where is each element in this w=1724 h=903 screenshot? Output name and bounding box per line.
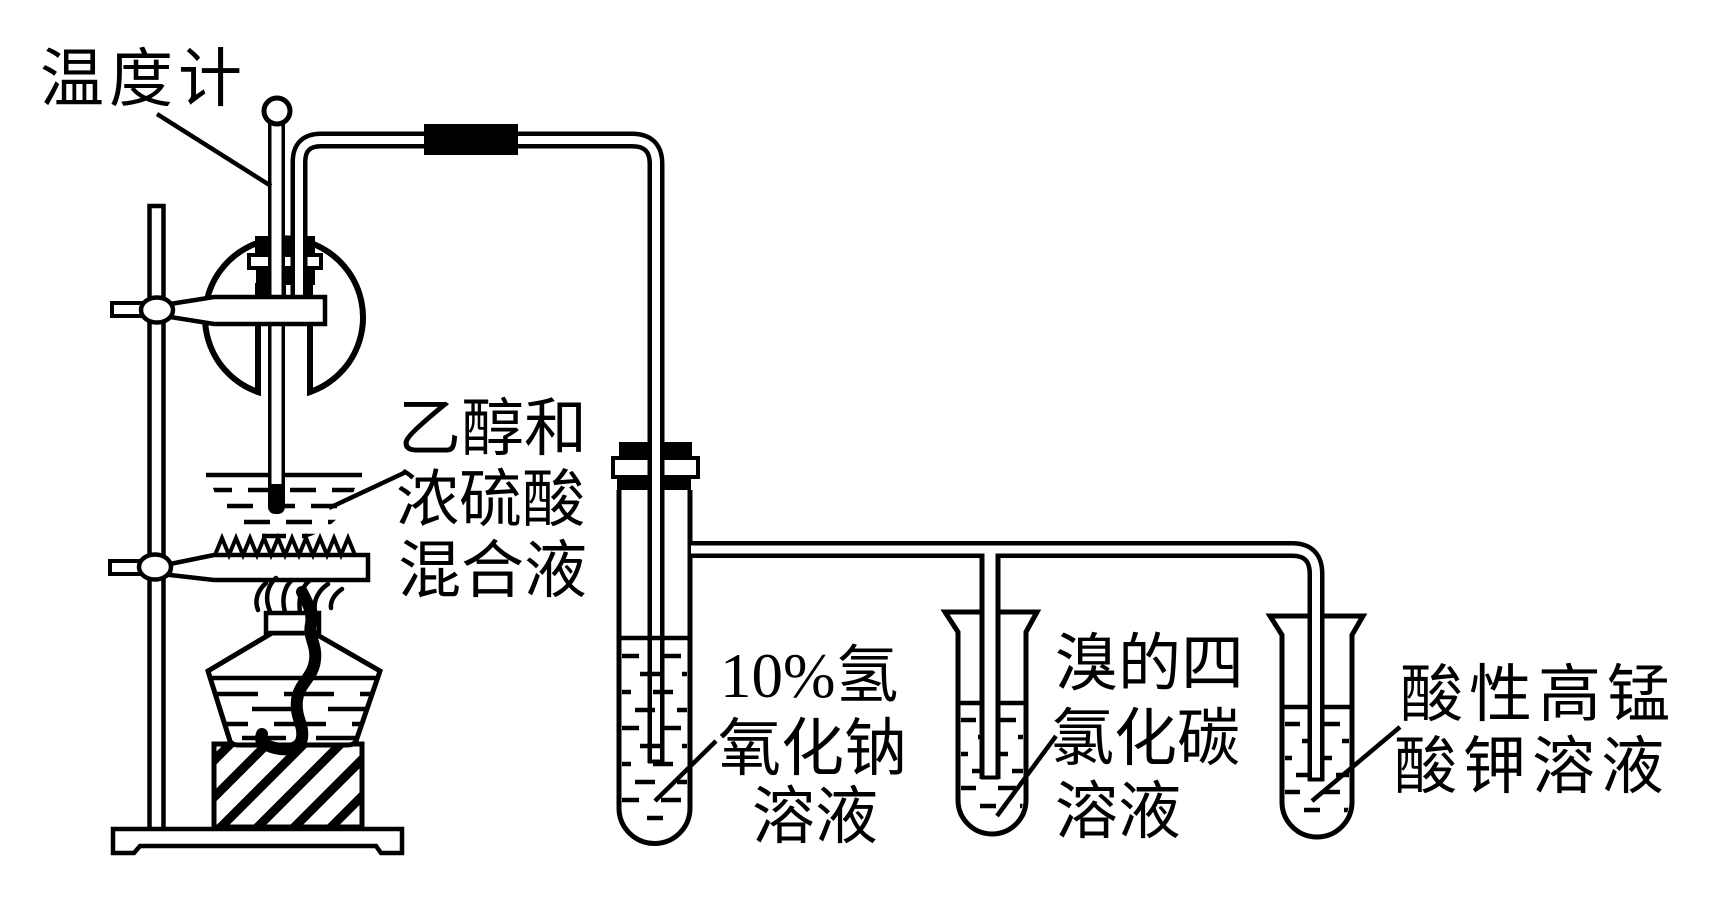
label-wash-tube-2-line1: 溴的四: [1055, 629, 1244, 699]
test-tube-1-liquid: [620, 635, 689, 821]
test-tube-1-liquid-shading: [622, 653, 687, 821]
rubber-connector: [424, 124, 518, 155]
clamp-jaw: [167, 294, 328, 327]
lamp-wick: [255, 586, 322, 756]
label-flask-contents-line1: 乙醇和: [398, 394, 587, 464]
label-flask-contents-line2: 浓硫酸: [396, 465, 585, 535]
label-flask-contents-line3: 混合液: [398, 536, 587, 606]
wood-block-hatch: [211, 741, 365, 830]
label-wash-tube-1-line3: 溶液: [752, 782, 878, 852]
label-wash-tube-3-line1: 酸性高锰: [1400, 660, 1676, 730]
stand-base: [110, 826, 405, 856]
leader-wash-tube-2: [995, 734, 1058, 818]
wood-block: [211, 741, 365, 830]
iron-stand: [110, 203, 405, 856]
clamp-knob-icon: [136, 552, 174, 582]
label-wash-tube-1-line2: 氧化钠: [718, 714, 907, 784]
alcohol-lamp: [205, 586, 384, 756]
flask-neck-clamp: [110, 294, 328, 327]
leader-thermometer: [155, 112, 273, 188]
label-thermometer: 温度计: [40, 44, 247, 115]
leader-wash-tube-1: [653, 739, 718, 803]
label-wash-tube-2-line3: 溶液: [1055, 777, 1181, 847]
leader-flask-contents: [328, 469, 407, 511]
wire-gauze: [213, 532, 357, 561]
flame-icon: [254, 575, 345, 615]
clamp-knob-icon: [138, 295, 176, 325]
label-wash-tube-3-line2: 酸钾溶液: [1394, 732, 1670, 802]
label-wash-tube-1-line1: 10%氢: [720, 641, 898, 711]
gas-delivery-tube-main: [691, 541, 1325, 782]
leader-lines: [155, 112, 1402, 818]
label-wash-tube-2-line2: 氯化碳: [1051, 704, 1240, 774]
thermometer-top: [261, 95, 293, 127]
iron-ring-clamp: [108, 552, 371, 583]
thermometer-bulb: [268, 484, 285, 514]
ring-arm: [167, 552, 371, 583]
leader-wash-tube-3: [1310, 725, 1402, 803]
